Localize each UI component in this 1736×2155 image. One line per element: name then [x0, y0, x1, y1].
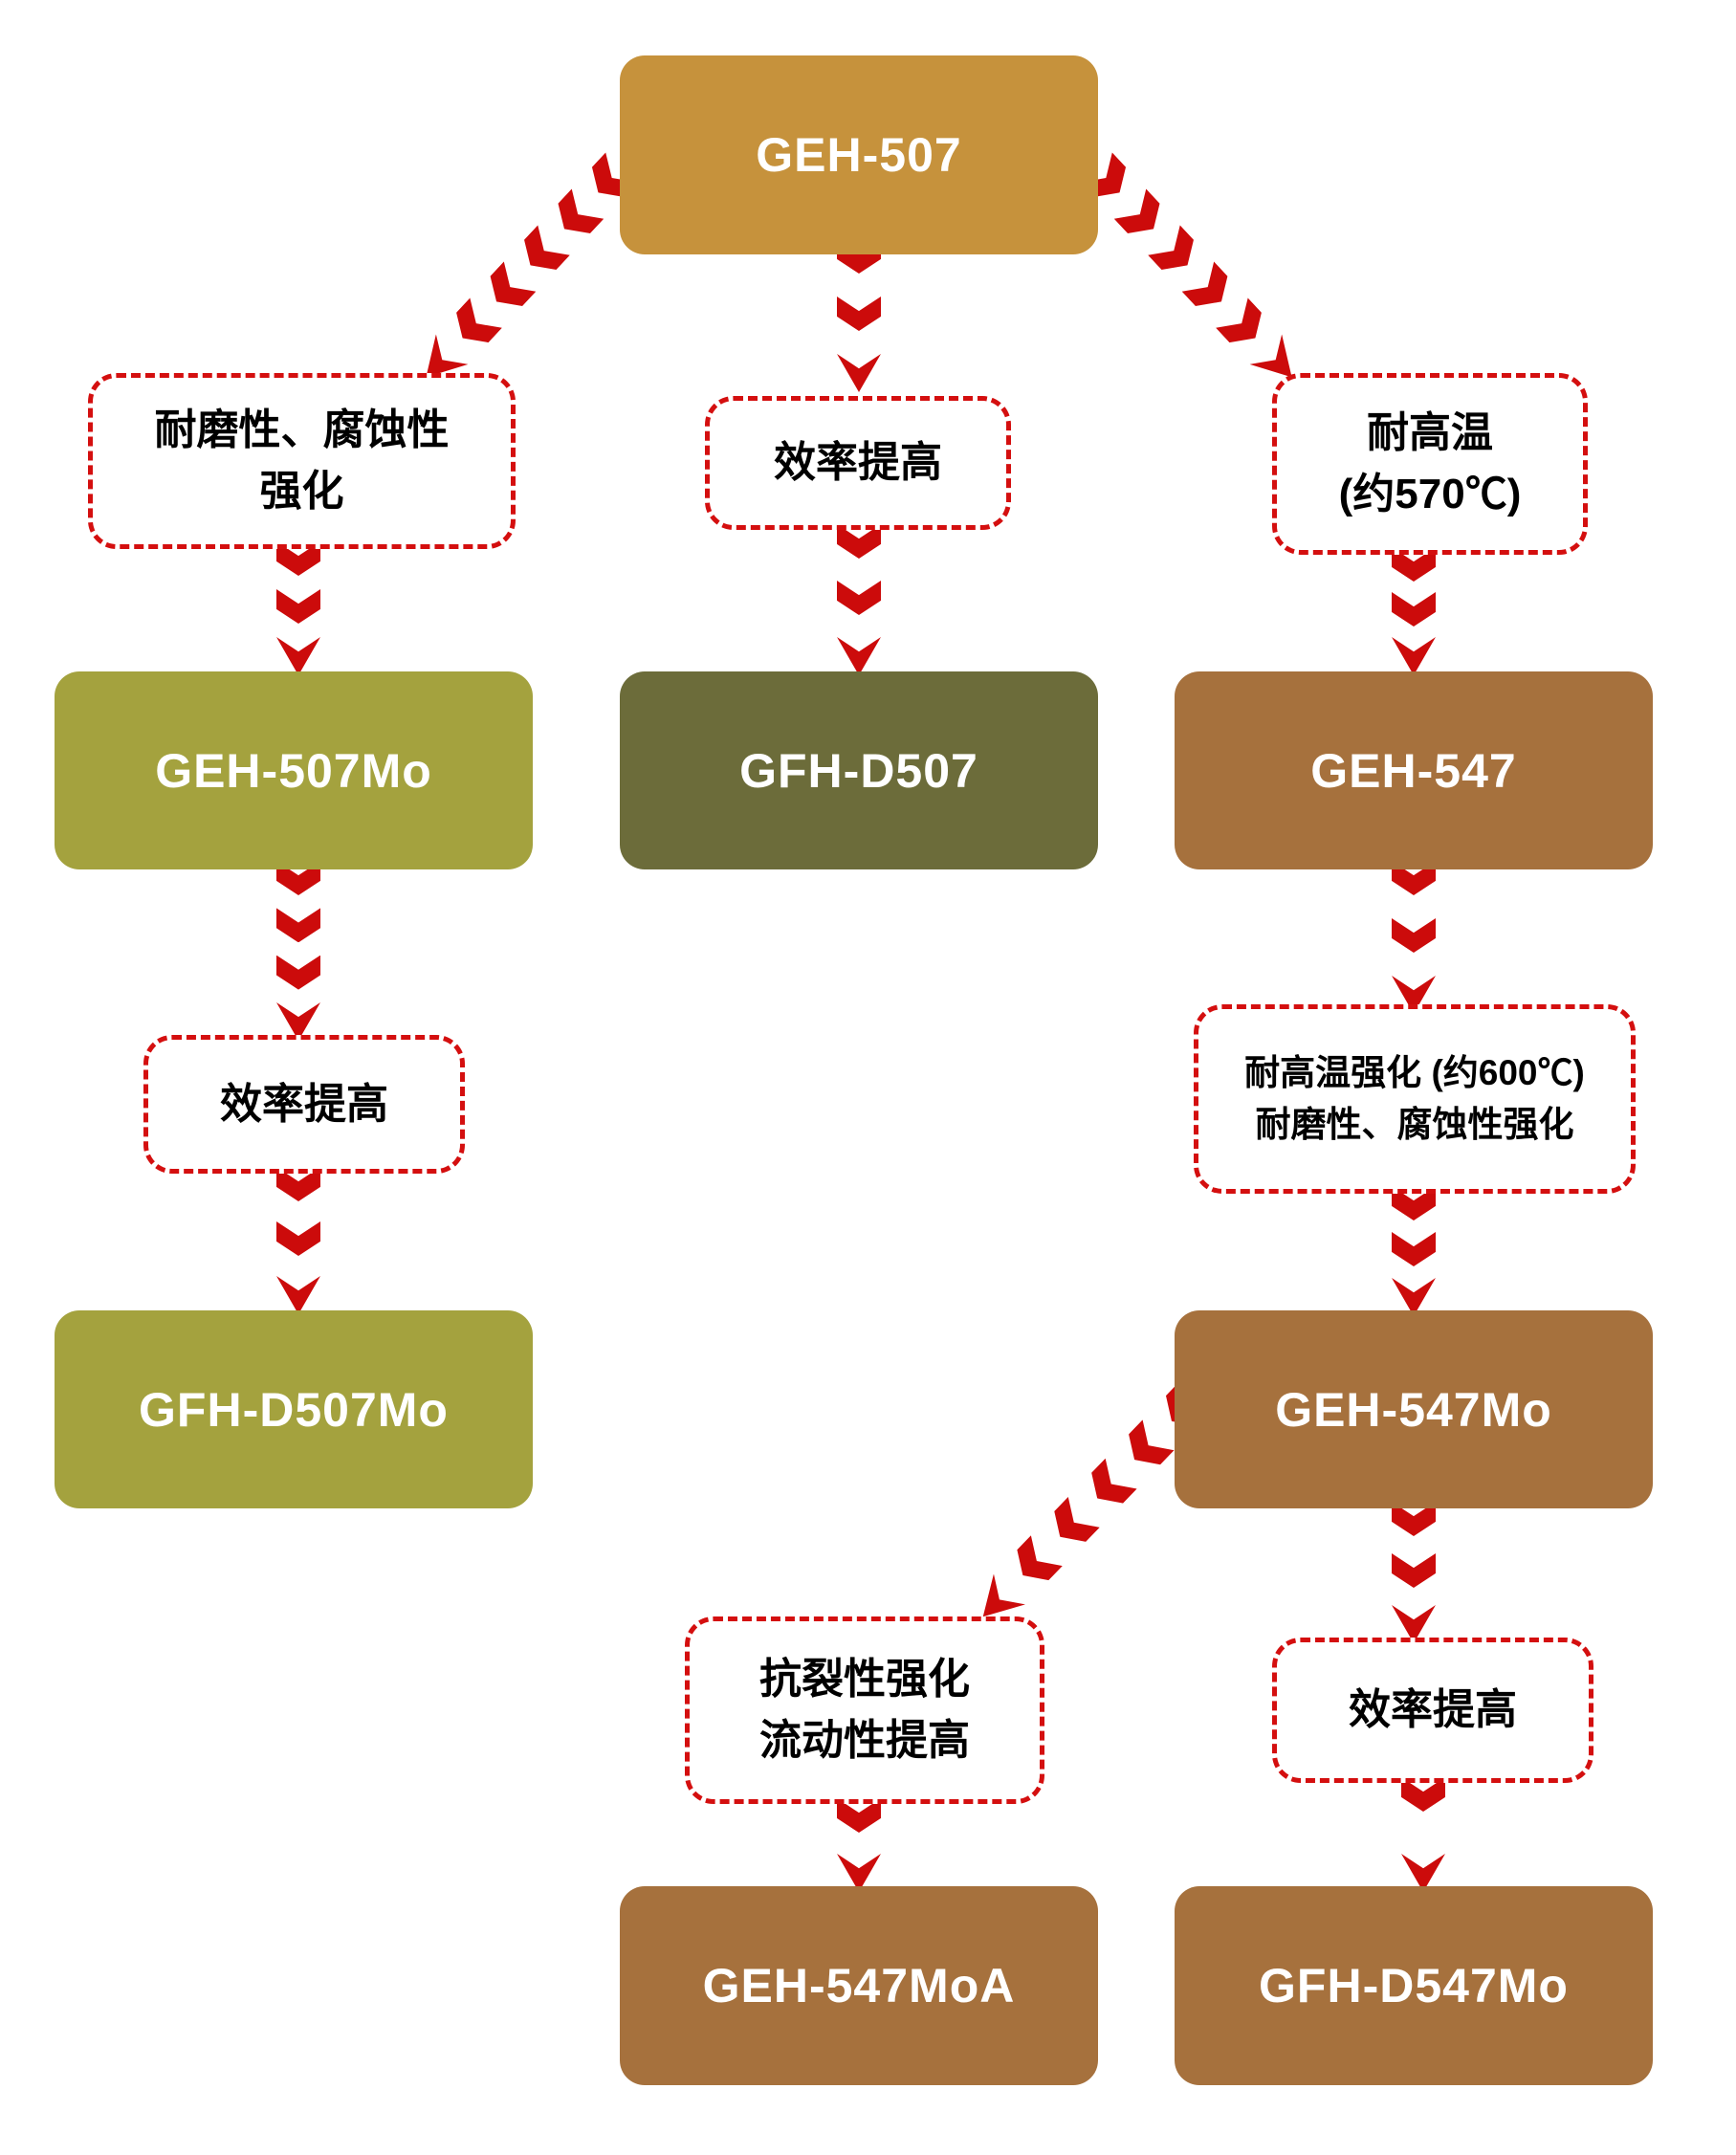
- chevron-dash: [1044, 1497, 1100, 1552]
- node-geh-507mo: GEH-507Mo: [55, 671, 533, 869]
- chevron-dash: [276, 955, 320, 990]
- chevron-dash: [276, 589, 320, 624]
- chevron-dash: [837, 637, 881, 675]
- node-gfh-d507: GFH-D507: [620, 671, 1098, 869]
- edge-label-line: 流动性提高: [759, 1717, 970, 1764]
- chevron-dash: [480, 261, 536, 317]
- edge-label-wear-corrosion: 耐磨性、腐蚀性 强化: [88, 373, 516, 549]
- edge-label-crack-flow: 抗裂性强化 流动性提高: [685, 1616, 1044, 1804]
- node-geh-547: GEH-547: [1175, 671, 1653, 869]
- chevron-dash: [1182, 261, 1238, 317]
- node-geh-547mo: GEH-547Mo: [1175, 1310, 1653, 1508]
- edge-label-heat-600: 耐高温强化 (约600℃) 耐磨性、腐蚀性强化: [1194, 1004, 1636, 1194]
- chevron-dash: [1119, 1419, 1175, 1475]
- chevron-dash: [1392, 637, 1436, 675]
- chevron-dash: [276, 637, 320, 675]
- edge-label-line: 效率提高: [1349, 1686, 1517, 1734]
- chevron-dash: [276, 1276, 320, 1314]
- arrow-geh547-to-label-heat600: [1392, 861, 1436, 1014]
- chevron-dash: [1082, 1459, 1137, 1514]
- edge-label-efficiency-1: 效率提高: [705, 396, 1011, 530]
- edge-label-line: 耐磨性、腐蚀性强化: [1255, 1105, 1574, 1144]
- chevron-dash: [276, 908, 320, 943]
- edge-label-line: (约570℃): [1338, 471, 1522, 517]
- node-geh-507: GEH-507: [620, 55, 1098, 254]
- chevron-dash: [1148, 225, 1203, 280]
- chevron-dash: [1114, 188, 1170, 244]
- edge-label-heat-570: 耐高温 (约570℃): [1272, 373, 1588, 555]
- chevron-dash: [548, 188, 604, 244]
- edge-label-line: 强化: [259, 468, 344, 515]
- chevron-dash: [515, 225, 570, 280]
- chevron-dash: [837, 581, 881, 615]
- chevron-dash: [447, 297, 502, 353]
- edge-label-line: 抗裂性强化: [759, 1656, 970, 1704]
- edge-label-efficiency-3: 效率提高: [1272, 1638, 1593, 1783]
- chevron-dash: [1007, 1535, 1063, 1591]
- edge-label-line: 效率提高: [774, 439, 942, 487]
- node-gfh-d547mo: GFH-D547Mo: [1175, 1886, 1653, 2085]
- edge-label-line: 效率提高: [220, 1080, 388, 1128]
- edge-label-line: 耐高温: [1367, 409, 1493, 457]
- node-gfh-d507mo: GFH-D507Mo: [55, 1310, 533, 1508]
- arrow-geh507-to-label-wear: [410, 152, 638, 392]
- arrow-label-efficiency-to-gfhd507: [837, 524, 881, 675]
- arrow-label-heat-to-geh547: [1392, 547, 1436, 675]
- arrow-geh507-to-label-heat: [1080, 152, 1307, 392]
- edge-label-line: 耐高温强化 (约600℃): [1244, 1053, 1585, 1093]
- arrow-geh507mo-to-label-eff2: [276, 861, 320, 1041]
- arrow-label-eff3-to-gfhd547mo: [1401, 1777, 1445, 1892]
- arrow-label-eff2-to-gfhd507mo: [276, 1167, 320, 1314]
- arrow-label-crack-to-geh547moa: [837, 1798, 881, 1892]
- chevron-dash: [1392, 592, 1436, 627]
- arrow-label-wear-to-geh507mo: [276, 541, 320, 675]
- chevron-dash: [837, 297, 881, 331]
- arrow-label-heat600-to-geh547mo: [1392, 1186, 1436, 1316]
- chevron-dash: [276, 1221, 320, 1256]
- edge-label-efficiency-2: 效率提高: [143, 1035, 465, 1174]
- chevron-dash: [1216, 297, 1271, 353]
- arrow-geh507-to-label-efficiency: [837, 239, 881, 392]
- node-geh-547moa: GEH-547MoA: [620, 1886, 1098, 2085]
- edge-label-line: 耐磨性、腐蚀性: [154, 407, 450, 454]
- arrow-geh547mo-to-label-eff3: [1392, 1502, 1436, 1643]
- chevron-dash: [1392, 1553, 1436, 1588]
- chevron-dash: [837, 354, 881, 392]
- chevron-dash: [1392, 1232, 1436, 1266]
- chevron-dash: [1392, 918, 1436, 953]
